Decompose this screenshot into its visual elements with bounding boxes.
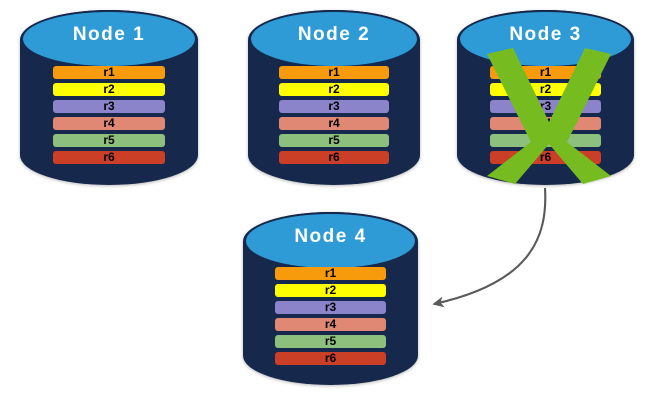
node-3[interactable]: Node 3 r1 r2 r3 r4 r5 r6: [457, 10, 634, 185]
node-3-record-r4[interactable]: r4: [490, 117, 601, 130]
node-3-record-r2[interactable]: r2: [490, 83, 601, 96]
node-1-cylinder-top: [21, 10, 197, 68]
node-4-records: r1 r2 r3 r4 r5 r6: [243, 212, 418, 385]
node-4-title: Node 4: [294, 226, 367, 247]
node-4-record-r1[interactable]: r1: [275, 267, 386, 280]
node-1[interactable]: Node 1 r1 r2 r3 r4 r5 r6: [20, 10, 198, 185]
node-4-record-r3[interactable]: r3: [275, 301, 386, 314]
node-2-title: Node 2: [297, 24, 371, 45]
node-3-record-r6[interactable]: r6: [490, 151, 601, 164]
node-2-record-r6[interactable]: r6: [279, 151, 389, 164]
node-4-record-r4[interactable]: r4: [275, 318, 386, 331]
node-2-record-r3[interactable]: r3: [279, 100, 389, 113]
node-2-record-r1[interactable]: r1: [279, 66, 389, 79]
node-2-record-r2[interactable]: r2: [279, 83, 389, 96]
node-1-record-r2[interactable]: r2: [53, 83, 165, 96]
node-1-records: r1 r2 r3 r4 r5 r6: [20, 10, 198, 185]
node-1-record-r3[interactable]: r3: [53, 100, 165, 113]
node-4-record-r6[interactable]: r6: [275, 352, 386, 365]
node-2-record-r5[interactable]: r5: [279, 134, 389, 147]
node-4-record-r5[interactable]: r5: [275, 335, 386, 348]
node-4-record-r2[interactable]: r2: [275, 284, 386, 297]
node-2-records: r1 r2 r3 r4 r5 r6: [248, 10, 420, 185]
node-1-record-r4[interactable]: r4: [53, 117, 165, 130]
node-3-title: Node 3: [509, 24, 582, 45]
node-1-record-r5[interactable]: r5: [53, 134, 165, 147]
node-3-record-r1[interactable]: r1: [490, 66, 601, 79]
node-2-record-r4[interactable]: r4: [279, 117, 389, 130]
node-1-record-r1[interactable]: r1: [53, 66, 165, 79]
node-1-record-r6[interactable]: r6: [53, 151, 165, 164]
node-4[interactable]: Node 4 r1 r2 r3 r4 r5 r6: [243, 212, 418, 385]
node-3-record-r3[interactable]: r3: [490, 100, 601, 113]
node-1-title: Node 1: [72, 24, 146, 45]
node-2[interactable]: Node 2 r1 r2 r3 r4 r5 r6: [248, 10, 420, 185]
node-3-record-r5[interactable]: r5: [490, 134, 601, 147]
